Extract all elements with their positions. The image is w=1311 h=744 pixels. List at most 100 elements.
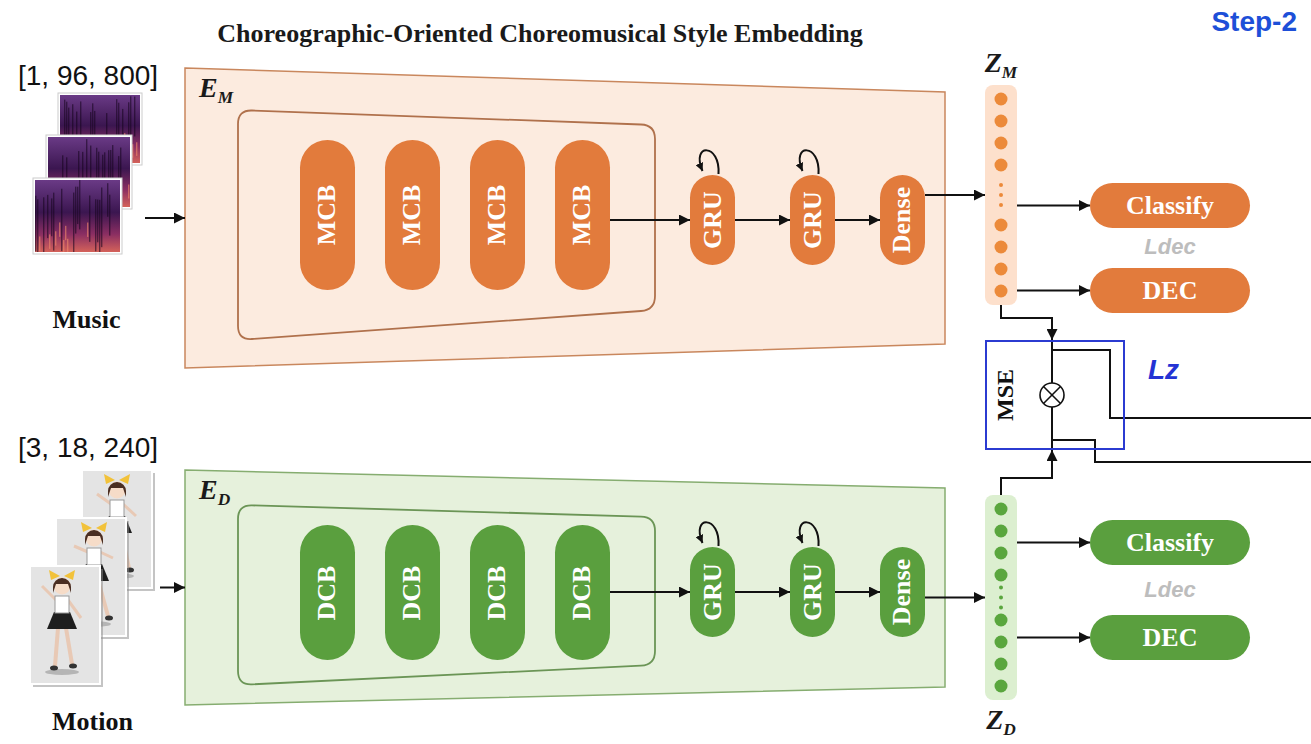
dcb-block: DCB [555, 525, 610, 660]
block-label: GRU [800, 563, 826, 621]
dcb-block: DCB [385, 525, 440, 660]
block-label: DCB [315, 565, 341, 620]
symbol-main: E [199, 72, 218, 103]
symbol-subscript: M [218, 88, 233, 107]
embedding-dot [995, 285, 1008, 298]
dancer-head [86, 530, 103, 547]
music-input: Music [28, 92, 145, 335]
embedding-dot [995, 137, 1008, 150]
input-label: Motion [52, 707, 133, 737]
embedding-dot [995, 680, 1008, 693]
dcb-block: DCB [300, 525, 355, 660]
flow-arrow [735, 591, 790, 593]
dancer-hair [108, 482, 126, 497]
mcb-block: MCB [555, 140, 610, 290]
dec-head: DEC [1090, 268, 1250, 313]
input-shape-label: [3, 18, 240] [18, 432, 158, 464]
loss-symbol: Lz [1148, 354, 1179, 386]
block-label: DCB [570, 565, 596, 620]
embedding-dot [995, 614, 1008, 627]
dancer-bow [81, 522, 92, 532]
block-label: GRU [700, 191, 726, 249]
spectrogram-streak [51, 198, 52, 236]
head-label: DEC [1143, 625, 1198, 651]
loss-label: Ldec [1144, 577, 1195, 603]
recurrence-loop [700, 150, 719, 174]
floor-shadow [45, 669, 79, 675]
spectrogram-streak [53, 193, 54, 251]
gru-block: GRU [690, 175, 735, 265]
block-label: MCB [400, 185, 426, 246]
flow-arrow [145, 217, 185, 219]
symbol-main: Z [986, 704, 1003, 735]
dancer-head [109, 482, 126, 499]
spectrogram-streak [55, 231, 56, 245]
dancer-arm [68, 600, 81, 618]
embedding-dot [995, 219, 1008, 232]
spectrogram-streak [59, 222, 60, 236]
embedding-dot [995, 159, 1008, 172]
spectrogram-streak [95, 199, 96, 251]
dancer-shoe [50, 666, 58, 671]
dancer-head [54, 578, 71, 595]
flow-arrow [1017, 542, 1090, 544]
conv-stack-outline [238, 110, 655, 339]
spectrogram [35, 180, 120, 252]
music-encoder: EMMCBMCBMCBMCBGRUGRUDense [185, 68, 945, 368]
spectrogram-streak [107, 183, 108, 217]
spectrogram-streak [73, 193, 74, 252]
spectrogram-streak [49, 234, 50, 248]
spectrogram-streak [63, 240, 64, 252]
dancer-bow [119, 474, 130, 484]
spectrogram-frame [33, 178, 122, 254]
input-shape-label: [1, 96, 800] [18, 60, 158, 92]
block-label: GRU [800, 191, 826, 249]
motion-embedding: ZD [985, 495, 1017, 700]
loss-name: MSE [993, 369, 1017, 421]
embedding-dot [995, 93, 1008, 106]
embedding-column [985, 85, 1017, 305]
motion-input: Motion [25, 465, 160, 737]
flow-arrow [925, 597, 985, 599]
dancer-hair [53, 578, 71, 593]
spectrogram-streak [67, 239, 68, 252]
recurrence-loop [700, 522, 719, 546]
loss-label: Ldec [1144, 234, 1195, 260]
ellipsis-dot [999, 606, 1003, 610]
block-label: GRU [700, 563, 726, 621]
spectrogram-streak [37, 199, 38, 252]
symbol-main: E [199, 474, 218, 505]
flow-arrow [1001, 305, 1052, 340]
dancer-leg [55, 628, 58, 666]
step-label: Step-2 [1211, 6, 1297, 38]
signal-line [1051, 340, 1053, 383]
spectrogram-streak [134, 97, 135, 137]
head-label: Classify [1126, 530, 1214, 556]
classify-head: Classify [1090, 183, 1250, 228]
output-line [1052, 350, 1311, 418]
mcb-block: MCB [300, 140, 355, 290]
encoder-trapezoid [185, 68, 945, 368]
diagram-title: Choreographic-Oriented Choreomusical Sty… [140, 20, 940, 49]
recurrence-loop [800, 150, 819, 174]
flow-arrow [1001, 450, 1052, 495]
spectrogram-streak [65, 226, 66, 240]
spectrogram-streak [79, 180, 80, 229]
spectrogram-streak [89, 195, 90, 241]
dancer-arm [100, 552, 113, 558]
dancer-arm [97, 494, 111, 504]
multiply-cross [1044, 387, 1061, 404]
spectrogram-streak [77, 187, 78, 224]
block-label: Dense [890, 187, 916, 253]
dancer-leg [66, 628, 72, 664]
embedding-column [985, 495, 1017, 700]
spectrogram-streak [136, 142, 137, 156]
mcb-block: MCB [385, 140, 440, 290]
ellipsis-dot [999, 183, 1003, 187]
conv-stack-outline [238, 505, 655, 684]
embedding-vector [985, 495, 1017, 700]
spectrogram-images [33, 93, 142, 254]
dancer-shirt [87, 548, 101, 565]
dancer-arm [74, 546, 88, 552]
